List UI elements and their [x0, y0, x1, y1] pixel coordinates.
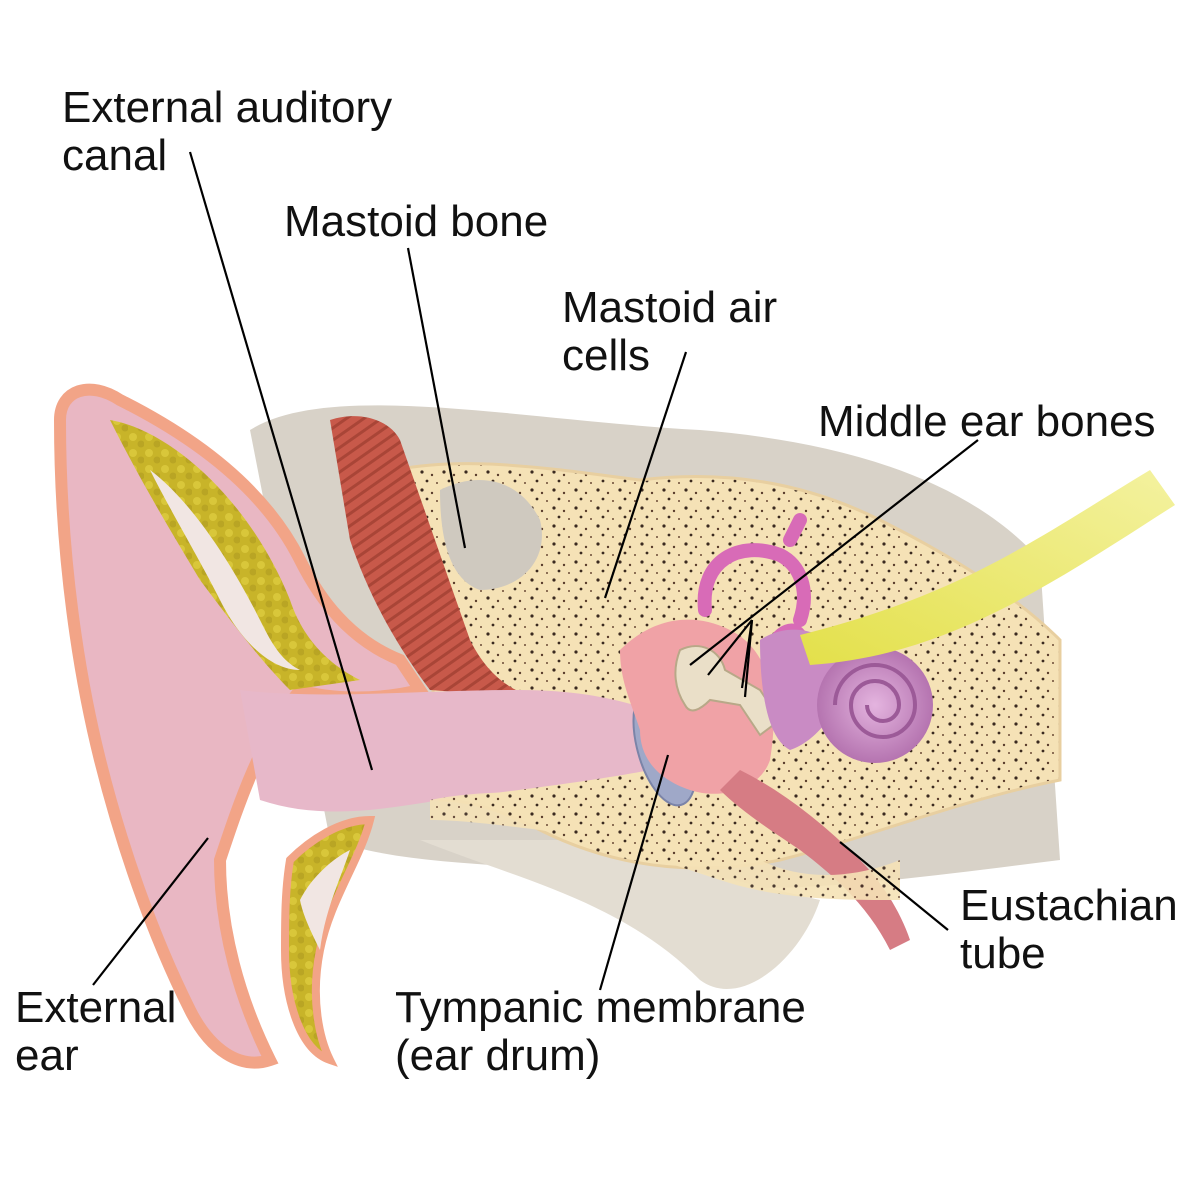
label-external-auditory-canal: External auditory canal — [62, 83, 393, 180]
leader-external-auditory-canal — [188, 151, 374, 771]
lobule-cartilage — [300, 850, 350, 950]
leader-lines — [92, 151, 979, 991]
leader-eustachian-tube — [839, 841, 949, 931]
label-tympanic-membrane: Tympanic membrane (ear drum) — [395, 983, 806, 1080]
auditory-nerve — [800, 470, 1175, 665]
label-mastoid-bone: Mastoid bone — [284, 197, 549, 246]
mastoid-air-cells-region — [480, 570, 660, 700]
lower-temporal-bone — [430, 792, 900, 900]
label-middle-ear-bones: Middle ear bones — [818, 397, 1156, 446]
leader-mastoid-air-cells — [603, 351, 688, 599]
label-eustachian-tube: Eustachian tube — [960, 881, 1178, 978]
pinna-cartilage — [150, 470, 300, 670]
muscle — [330, 416, 560, 700]
leader-middle-ear-bones-4 — [743, 619, 754, 698]
pinna — [53, 383, 430, 1069]
leader-tympanic-membrane — [598, 754, 670, 991]
leader-middle-ear-bones-1 — [689, 439, 979, 666]
bone-fossa — [440, 480, 542, 590]
eustachian-tube — [720, 770, 910, 950]
pinna-fat — [110, 420, 360, 690]
leader-mastoid-bone — [406, 247, 467, 549]
label-external-ear: External ear — [15, 983, 177, 1080]
leader-external-ear — [92, 837, 209, 986]
lobule-fat — [280, 815, 376, 1067]
semicircular-canals — [697, 543, 811, 627]
label-mastoid-air-cells: Mastoid air cells — [562, 283, 778, 380]
ear-canal — [240, 690, 650, 812]
leader-middle-ear-bones-2 — [707, 619, 753, 676]
